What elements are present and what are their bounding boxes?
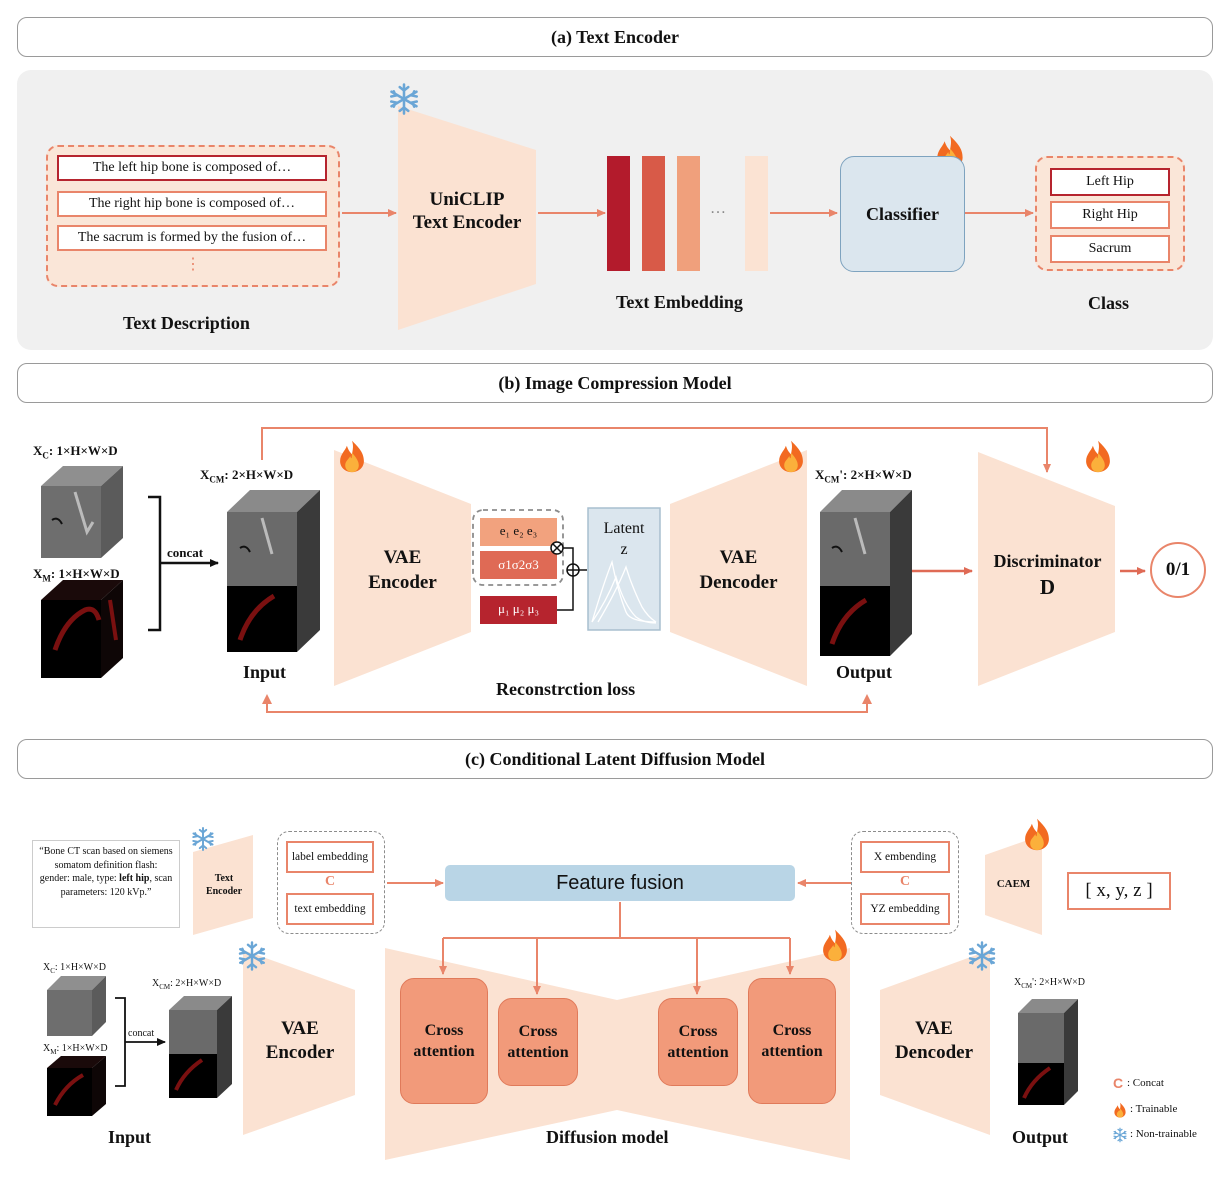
text-embedding-label: Text Embedding: [616, 292, 743, 312]
cross-attention-3: Cross attention: [658, 998, 738, 1086]
cross-attention-1: Cross attention: [400, 978, 488, 1104]
xcm-out-label-c: XCM': 2×H×W×D: [1014, 977, 1086, 990]
vae-decoder-c-line2: Dencoder: [894, 1042, 974, 1063]
vae-encoder-b-line2: Encoder: [368, 572, 437, 593]
output-volume-small-icon: [1018, 999, 1078, 1105]
section-b-title: (b) Image Compression Model: [498, 372, 732, 393]
xm-label-c: XM: 1×H×W×D: [43, 1043, 108, 1056]
vae-encoder-b: VAE Encoder: [340, 545, 465, 595]
input-label: Input: [243, 662, 287, 682]
vae-encoder-c-line2: Encoder: [265, 1042, 335, 1063]
feature-fusion-box: Feature fusion: [445, 865, 795, 901]
embedding-bar-1: [607, 156, 630, 271]
embedding-bar-3: [677, 156, 700, 271]
embedding-bar-last: [745, 156, 768, 271]
latent-line2: z: [620, 541, 628, 558]
xc-label-c: XC: 1×H×W×D: [43, 962, 106, 975]
discriminator: Discriminator D: [980, 548, 1115, 600]
section-a-header: (a) Text Encoder: [17, 17, 1213, 57]
text-prompt: “Bone CT scan based on siemens somatom d…: [32, 840, 180, 928]
latent-line1: Latent: [603, 520, 645, 537]
cross-attention-4: Cross attention: [748, 978, 836, 1104]
text-encoder-c: Text Encoder: [196, 872, 252, 898]
concat-symbol-c2: C: [899, 874, 911, 889]
vae-encoder-c-line1: VAE: [281, 1018, 319, 1039]
vae-encoder-c: VAE Encoder: [248, 1017, 352, 1065]
discriminator-output: 0/1: [1165, 559, 1191, 580]
output-label: Output: [836, 662, 893, 682]
cross-attention-2: Cross attention: [498, 998, 578, 1086]
class-sacrum: Sacrum: [1050, 235, 1170, 263]
text-description-label: Text Description: [123, 313, 250, 333]
vae-decoder-c: VAE Dencoder: [882, 1017, 986, 1065]
xcm-label: XCM: 2×H×W×D: [200, 467, 294, 485]
ct-volume-icon: [41, 466, 123, 558]
description-right-hip: The right hip bone is composed of…: [57, 191, 327, 217]
xcm-label-c: XCM: 2×H×W×D: [152, 978, 222, 991]
input-volume-small-icon: [169, 996, 232, 1098]
label-embedding-box: label embedding: [286, 841, 374, 873]
legend-non-trainable: : Non-trainable: [1130, 1128, 1197, 1140]
mask-volume-icon: [41, 580, 123, 678]
mask-volume-small-icon: [47, 1056, 106, 1116]
legend-concat: : Concat: [1127, 1077, 1164, 1089]
input-label-c: Input: [108, 1127, 152, 1147]
output-label-c: Output: [1012, 1127, 1069, 1147]
vae-decoder-b: VAE Dencoder: [676, 545, 801, 595]
text-encoder-c-line1: Text: [214, 873, 234, 884]
xm-label: XM: 1×H×W×D: [33, 566, 120, 584]
classifier-box: Classifier: [840, 156, 965, 272]
class-right-hip: Right Hip: [1050, 201, 1170, 229]
mu-vector: μ₁ μ₂ μ₃: [497, 601, 539, 616]
uniclip-text-encoder: UniCLIP Text Encoder: [398, 188, 536, 234]
section-c-title: (c) Conditional Latent Diffusion Model: [464, 748, 765, 769]
description-left-hip: The left hip bone is composed of…: [57, 155, 327, 181]
ct-volume-small-icon: [47, 976, 106, 1036]
e-vector: e₁ e₂ e₃: [499, 523, 538, 538]
section-c-header: (c) Conditional Latent Diffusion Model: [17, 739, 1213, 779]
class-label: Class: [1088, 293, 1130, 313]
input-volume-icon: [227, 490, 320, 652]
vae-decoder-b-line2: Dencoder: [699, 572, 778, 593]
feature-fusion-label: Feature fusion: [556, 871, 684, 894]
section-b-header: (b) Image Compression Model: [17, 363, 1213, 403]
legend-trainable: : Trainable: [1130, 1103, 1178, 1115]
classifier-label: Classifier: [866, 203, 939, 224]
concat-label-c: concat: [128, 1028, 155, 1039]
discriminator-line1: Discriminator: [993, 551, 1102, 571]
description-ellipsis: ⋮: [185, 256, 201, 273]
reconstruction-loss-label: Reconstrction loss: [496, 679, 636, 699]
uniclip-encoder-shape: [398, 106, 536, 330]
class-left-hip: Left Hip: [1050, 168, 1170, 196]
yz-embedding-box: YZ embedding: [860, 893, 950, 925]
legend-concat-icon: C: [1113, 1075, 1124, 1091]
caem-label: CAEM: [996, 878, 1031, 890]
vae-decoder-c-line1: VAE: [915, 1018, 953, 1039]
coords-label: [ x, y, z ]: [1085, 880, 1153, 901]
concat-symbol-c1: C: [324, 874, 336, 889]
text-embedding-box: text embedding: [286, 893, 374, 925]
label-text-group: [277, 831, 385, 934]
xcm-out-label: XCM': 2×H×W×D: [815, 467, 912, 485]
coords-box: [ x, y, z ]: [1067, 872, 1171, 910]
x-embedding-box: X embending: [860, 841, 950, 873]
output-volume-icon: [820, 490, 912, 656]
xyz-group: [851, 831, 959, 934]
embedding-ellipsis: …: [710, 200, 726, 217]
discriminator-line2: D: [1039, 575, 1056, 599]
uniclip-line2: Text Encoder: [412, 212, 522, 233]
uniclip-line1: UniCLIP: [429, 189, 505, 210]
xc-label: XC: 1×H×W×D: [33, 443, 118, 461]
diffusion-model-label: Diffusion model: [546, 1127, 669, 1147]
vae-decoder-b-line1: VAE: [719, 547, 758, 568]
sigma-vector: σ1σ2σ3: [498, 557, 539, 572]
latent-z: Latent z: [588, 518, 660, 560]
description-sacrum: The sacrum is formed by the fusion of…: [57, 225, 327, 251]
section-a-title: (a) Text Encoder: [551, 26, 679, 47]
text-encoder-c-line2: Encoder: [205, 886, 243, 897]
vae-encoder-b-line1: VAE: [383, 547, 422, 568]
embedding-bar-2: [642, 156, 665, 271]
concat-label: concat: [167, 545, 204, 560]
